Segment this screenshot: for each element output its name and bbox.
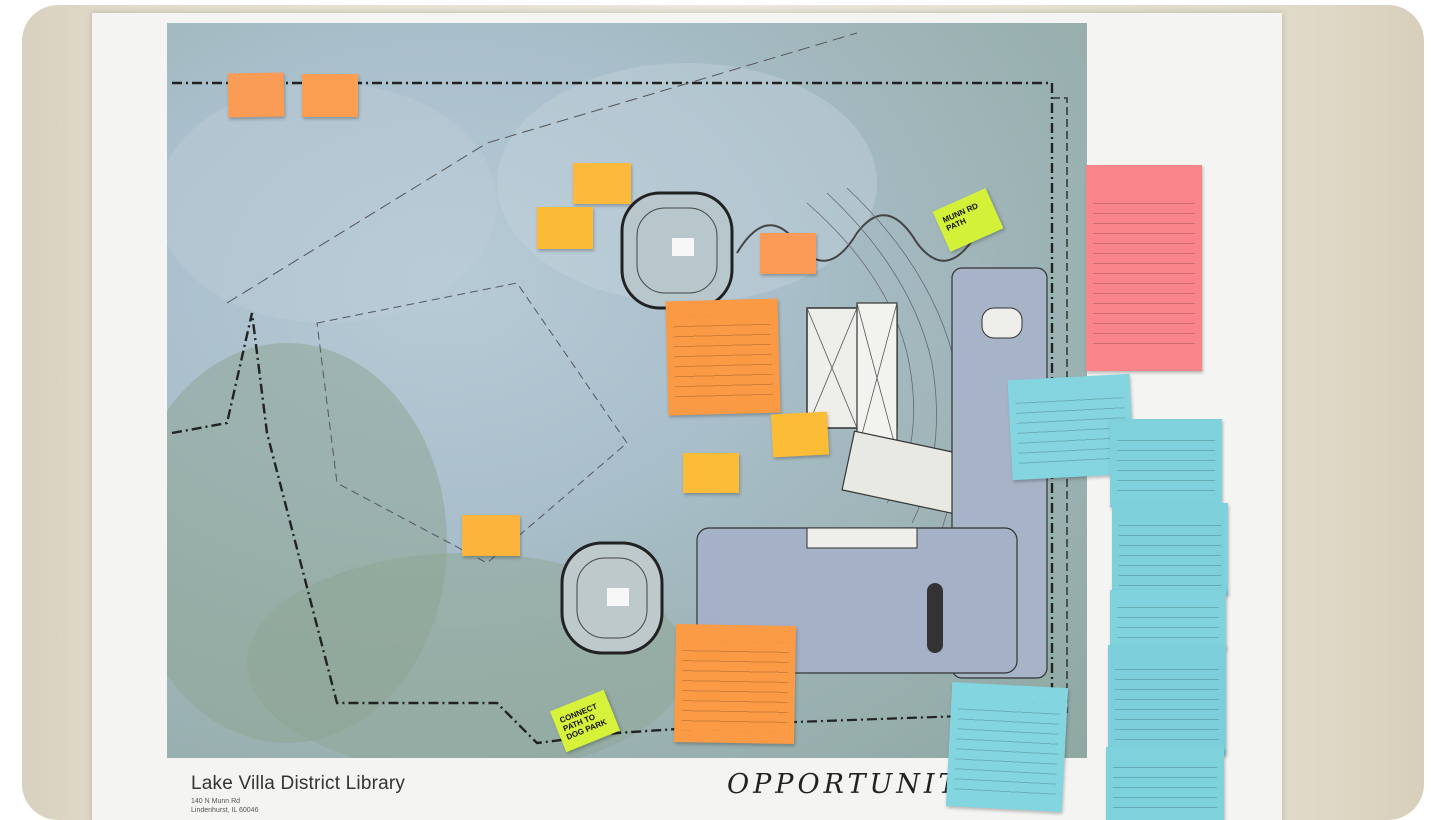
sticky-note-blue xyxy=(1106,747,1224,820)
address-line-2: Lindenhurst, IL 60046 xyxy=(191,807,259,814)
sticky-note-yellow xyxy=(573,163,631,204)
sticky-note-blue xyxy=(1110,419,1222,507)
caption-address: 140 N Munn Rd Lindenhurst, IL 60046 xyxy=(191,797,258,815)
site-plan xyxy=(167,23,1087,758)
address-line-1: 140 N Munn Rd xyxy=(191,798,241,805)
sticky-note-yellow xyxy=(770,411,830,458)
sticky-note-orange xyxy=(227,72,285,118)
dog-park-path-note-text: CONNECT PATH TO DOG PARK xyxy=(558,701,608,742)
sticky-note-orange-large xyxy=(665,298,781,416)
photo: Lake Villa District Library 140 N Munn R… xyxy=(22,5,1424,820)
site-plan-drawing xyxy=(167,32,1068,758)
sticky-note-yellow xyxy=(537,207,593,249)
sticky-note-blue xyxy=(1112,503,1228,595)
sticky-note-blue xyxy=(945,682,1069,812)
sticky-note-orange-large xyxy=(673,623,797,745)
sticky-note-blue xyxy=(1108,645,1226,755)
sticky-note-yellow xyxy=(683,453,739,493)
sticky-note-pink-large xyxy=(1086,165,1202,371)
sticky-note-blue xyxy=(1110,590,1226,650)
sticky-note-yellow xyxy=(462,515,520,556)
caption-title: Lake Villa District Library xyxy=(191,773,406,794)
sticky-note-orange xyxy=(302,74,358,117)
sticky-note-orange xyxy=(760,233,816,274)
